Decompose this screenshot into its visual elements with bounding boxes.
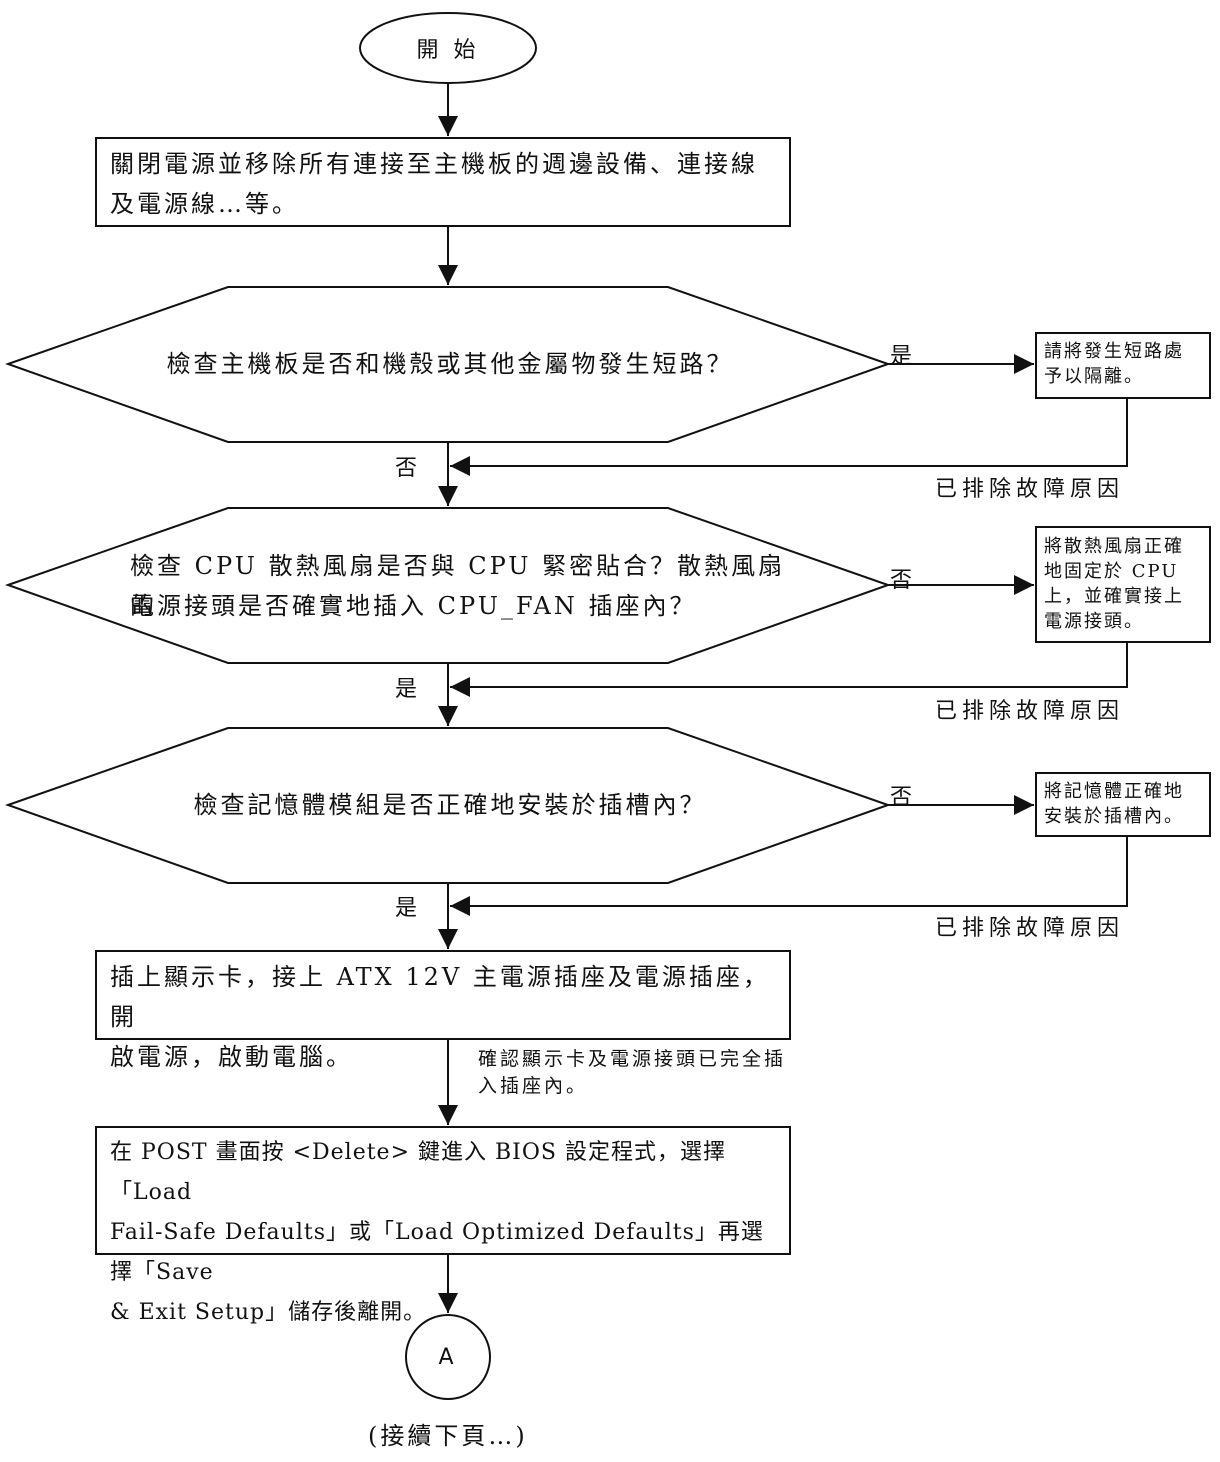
decision3-fix-text: 將記憶體正確地安裝於插槽內。 <box>1044 781 1184 827</box>
decision2-no-label: 否 <box>890 568 918 593</box>
fix2-box <box>1035 526 1211 643</box>
decision1-question: 檢查主機板是否和機殼或其他金屬物發生短路？ <box>166 350 734 378</box>
decision1-fix-text: 請將發生短路處予以隔離。 <box>1044 341 1184 387</box>
note-text: 確認顯示卡及電源接頭已完全插入插座內。 <box>478 1048 787 1097</box>
decision3-question: 檢查記憶體模組是否正確地安裝於插槽內？ <box>193 791 707 819</box>
decision2-fix-text: 將散熱風扇正確地固定於 CPU 上，並確實接上電源接頭。 <box>1044 536 1184 632</box>
step2-box-text: 插上顯示卡，接上 ATX 12V 主電源插座及電源插座，開 啟電源，啟動電腦。 <box>96 951 790 1071</box>
decision2-question-line2: 電源接頭是否確實地插入 CPU_FAN 插座內？ <box>130 592 697 620</box>
decision1-resolved-label: 已排除故障原因 <box>935 477 1125 502</box>
start-terminal <box>359 12 537 84</box>
continued-label: (接續下頁…) <box>368 1422 528 1450</box>
step2-line1: 插上顯示卡，接上 ATX 12V 主電源插座及電源插座，開 <box>110 963 770 1031</box>
step3-box <box>95 1126 791 1255</box>
decision3-yes-label: 是 <box>395 896 423 921</box>
decision3-resolved-label: 已排除故障原因 <box>935 916 1125 941</box>
step1-box <box>95 137 791 227</box>
decision2-yes-label: 是 <box>395 677 423 702</box>
decision2-question-line1: 檢查 CPU 散熱風扇是否與 CPU 緊密貼合？散熱風扇的 <box>130 552 786 620</box>
step3-line2: Fail-Safe Defaults」或「Load Optimized Defa… <box>110 1220 764 1285</box>
step2-line2: 啟電源，啟動電腦。 <box>110 1043 353 1071</box>
connector-circle <box>405 1314 491 1400</box>
step3-box-text: 在 POST 畫面按 <Delete> 鍵進入 BIOS 設定程式，選擇「Loa… <box>96 1127 790 1325</box>
decision3-no-label: 否 <box>890 785 918 810</box>
fix1-box <box>1035 332 1211 399</box>
decision1-no-label: 否 <box>395 456 423 481</box>
step2-box <box>95 950 791 1040</box>
step3-line1: 在 POST 畫面按 <Delete> 鍵進入 BIOS 設定程式，選擇「Loa… <box>110 1140 726 1205</box>
decision1-yes-label: 是 <box>890 344 918 369</box>
step3-line3: & Exit Setup」儲存後離開。 <box>110 1300 427 1325</box>
start-label: 開 始 <box>416 38 480 63</box>
decision2-resolved-label: 已排除故障原因 <box>935 699 1125 724</box>
connector-label: A <box>438 1344 458 1370</box>
step1-text: 關閉電源並移除所有連接至主機板的週邊設備、連接線及電源線…等。 <box>110 150 758 218</box>
fix3-box <box>1035 772 1211 837</box>
